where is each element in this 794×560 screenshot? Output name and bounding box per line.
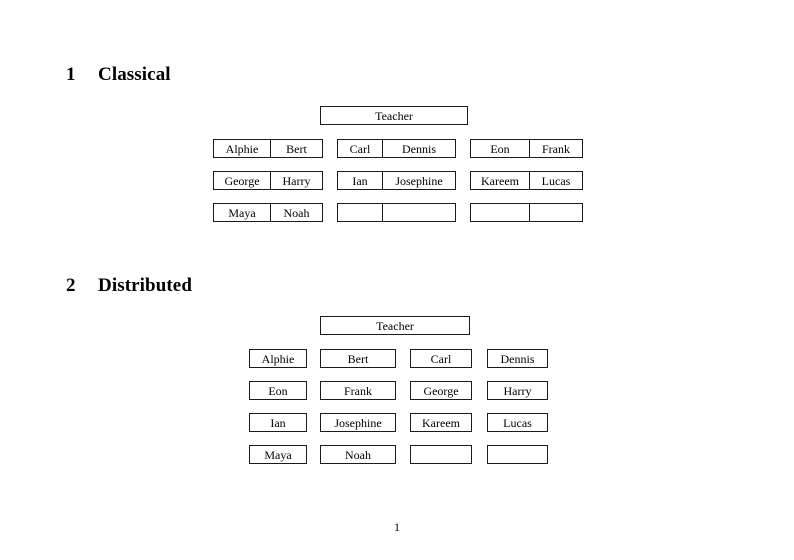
- teacher-box-distributed: Teacher: [320, 316, 470, 335]
- name-box-group: Bert: [320, 349, 396, 368]
- name-cell: Lucas: [503, 415, 532, 430]
- name-cell: George: [224, 173, 260, 188]
- name-box-group: Ian: [249, 413, 307, 432]
- name-box-group: Frank: [320, 381, 396, 400]
- name-cell: Maya: [228, 205, 256, 220]
- name-cell: Maya: [264, 447, 292, 462]
- name-box-group: Eon Frank: [470, 139, 583, 158]
- name-box-group: Alphie: [249, 349, 307, 368]
- name-cell: Carl: [349, 141, 371, 156]
- name-box-group: Harry: [487, 381, 548, 400]
- name-box-group: George Harry: [213, 171, 323, 190]
- name-cell: Dennis: [500, 351, 535, 366]
- name-cell: Carl: [430, 351, 452, 366]
- name-cell: Kareem: [481, 173, 519, 188]
- teacher-label: Teacher: [375, 108, 413, 123]
- name-cell: Eon: [490, 141, 510, 156]
- name-cell: Frank: [529, 140, 582, 157]
- name-box-group: Josephine: [320, 413, 396, 432]
- name-cell: Alphie: [261, 351, 295, 366]
- box-row: Maya Noah: [0, 445, 794, 464]
- empty-cell: [411, 446, 471, 463]
- name-cell: Harry: [270, 172, 322, 189]
- empty-cell: [488, 446, 547, 463]
- empty-cell: [529, 204, 582, 221]
- empty-cell: [471, 204, 529, 221]
- name-box-group: [470, 203, 583, 222]
- teacher-box-classical: Teacher: [320, 106, 468, 125]
- box-row: Alphie Bert Carl Dennis Eon Frank: [0, 139, 794, 158]
- box-row: Ian Josephine Kareem Lucas: [0, 413, 794, 432]
- name-box-group: Ian Josephine: [337, 171, 456, 190]
- name-cell: Ian: [352, 173, 368, 188]
- name-cell: Bert: [270, 140, 322, 157]
- name-box-group: Eon: [249, 381, 307, 400]
- section-heading-classical: 1 Classical: [66, 64, 171, 86]
- name-cell: Harry: [503, 383, 532, 398]
- section-heading-distributed: 2 Distributed: [66, 275, 192, 297]
- name-cell: Josephine: [382, 172, 455, 189]
- box-row: George Harry Ian Josephine Kareem Lucas: [0, 171, 794, 190]
- teacher-label: Teacher: [376, 318, 414, 333]
- name-box-group: Dennis: [487, 349, 548, 368]
- empty-cell: [382, 204, 455, 221]
- name-cell: Noah: [345, 447, 371, 462]
- page-number: 1: [394, 520, 400, 534]
- section-title: Distributed: [98, 275, 192, 296]
- name-cell: Kareem: [422, 415, 460, 430]
- box-row: Alphie Bert Carl Dennis: [0, 349, 794, 368]
- name-cell: Josephine: [334, 415, 382, 430]
- box-row: Maya Noah: [0, 203, 794, 222]
- name-box-group: Maya: [249, 445, 307, 464]
- name-cell: Lucas: [529, 172, 582, 189]
- name-cell: Eon: [268, 383, 288, 398]
- section-number: 2: [66, 275, 76, 296]
- section-number: 1: [66, 64, 76, 85]
- name-box-group: Carl: [410, 349, 472, 368]
- name-box-group: George: [410, 381, 472, 400]
- name-box-group: Kareem Lucas: [470, 171, 583, 190]
- name-cell: Alphie: [225, 141, 259, 156]
- name-box-group: Maya Noah: [213, 203, 323, 222]
- name-cell: Noah: [270, 204, 322, 221]
- empty-cell: [338, 204, 382, 221]
- name-cell: Ian: [270, 415, 286, 430]
- name-box-group: Alphie Bert: [213, 139, 323, 158]
- name-box-group: Carl Dennis: [337, 139, 456, 158]
- name-box-group: [337, 203, 456, 222]
- name-cell: George: [423, 383, 459, 398]
- box-row: Eon Frank George Harry: [0, 381, 794, 400]
- name-box-group: Kareem: [410, 413, 472, 432]
- section-title: Classical: [98, 64, 171, 85]
- name-box-group: Noah: [320, 445, 396, 464]
- name-box-group: [410, 445, 472, 464]
- name-box-group: Lucas: [487, 413, 548, 432]
- name-cell: Frank: [344, 383, 372, 398]
- name-cell: Dennis: [382, 140, 455, 157]
- name-cell: Bert: [347, 351, 369, 366]
- name-box-group: [487, 445, 548, 464]
